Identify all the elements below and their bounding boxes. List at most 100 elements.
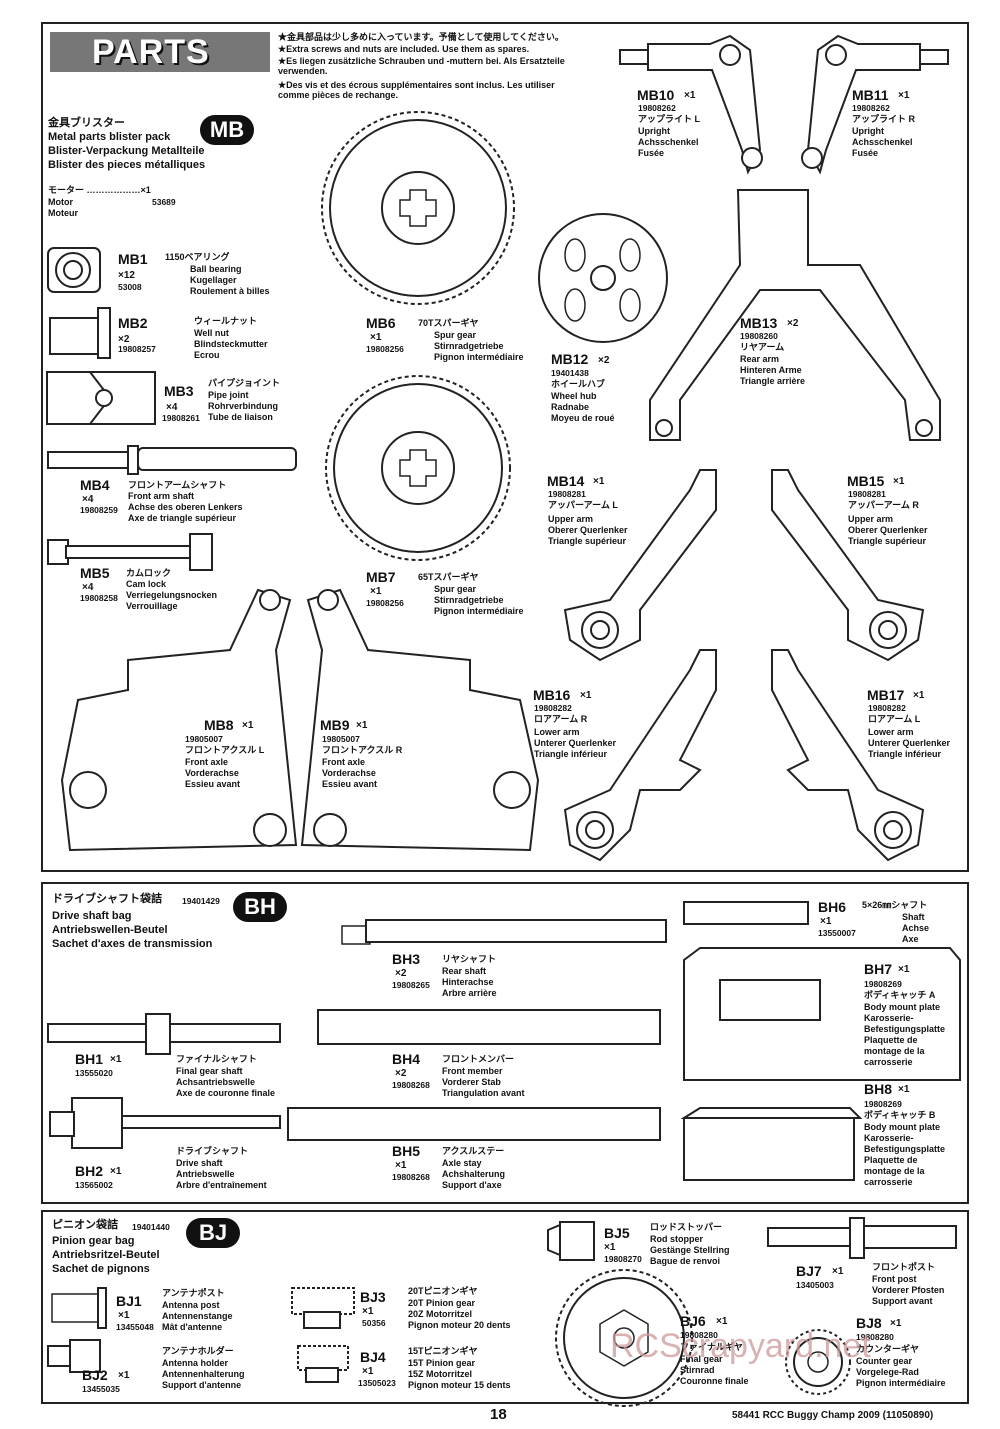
bj2-l2: Antennenhalterung: [162, 1369, 245, 1379]
mb14-pn: 19808281: [548, 489, 586, 499]
mb9-jp: フロントアクスル R: [322, 745, 403, 755]
mb5-cam-lock-drawing: [47, 533, 213, 571]
mb16-en: Lower arm: [534, 727, 580, 737]
header-note-en: ★Extra screws and nuts are included. Use…: [278, 44, 530, 54]
motor-jp: モーター ………………×1: [48, 185, 151, 195]
motor-fr: Moteur: [48, 208, 78, 218]
bj6-l2: Stirnrad: [680, 1365, 715, 1375]
bh-badge: BH: [233, 892, 287, 922]
bh5-l3: Support d'axe: [442, 1180, 502, 1190]
mb7-de: Stirnradgetriebe: [434, 595, 504, 605]
bh4-l2: Vorderer Stab: [442, 1077, 501, 1087]
bj7-pn: 13405003: [796, 1280, 834, 1290]
bh-bag-pn: 19401429: [182, 896, 220, 906]
mb13-de: Hinteren Arme: [740, 365, 802, 375]
mb14-de: Oberer Querlenker: [548, 525, 628, 535]
bj2-pn: 13455035: [82, 1384, 120, 1394]
bj6-l3: Couronne finale: [680, 1376, 749, 1386]
bh8-jp: ボディキャッチ B: [864, 1110, 936, 1120]
bh1-l1: Final gear shaft: [176, 1066, 243, 1076]
mb3-jp: パイプジョイント: [208, 378, 281, 388]
bj2-code: BJ2: [82, 1367, 108, 1383]
mb16-lower-arm-drawing: [563, 649, 717, 862]
bh5-code: BH5: [392, 1143, 421, 1159]
mb6-en: Spur gear: [434, 330, 477, 340]
mb8-fr: Essieu avant: [185, 779, 241, 789]
mb9-pn: 19805007: [322, 734, 360, 744]
mb16-qty: ×1: [580, 690, 592, 701]
mb17-qty: ×1: [913, 690, 925, 701]
mb2-de: Blindsteckmutter: [194, 339, 268, 349]
bh8-pn: 19808269: [864, 1099, 902, 1109]
mb11-pn: 19808262: [852, 103, 890, 113]
bh-bag-name-jp: ドライブシャフト袋詰: [52, 893, 162, 905]
mb6-de: Stirnradgetriebe: [434, 341, 504, 351]
mb9-de: Vorderachse: [322, 768, 376, 778]
parts-title: PARTS: [92, 33, 210, 71]
bh6-qty: ×1: [820, 916, 832, 927]
bj5-jp: ロッドストッパー: [650, 1222, 723, 1232]
bh3-rear-shaft-drawing: [341, 919, 667, 945]
bj2-antenna-holder-drawing: [47, 1339, 101, 1373]
mb1-en: Ball bearing: [190, 264, 242, 274]
bh7-l6: carrosserie: [864, 1057, 913, 1067]
bh7-l4: Plaquette de: [864, 1035, 918, 1045]
bj5-qty: ×1: [604, 1242, 616, 1253]
bh1-jp: ファイナルシャフト: [176, 1054, 257, 1064]
bj4-pn: 13505023: [358, 1378, 396, 1388]
mb7-qty: ×1: [370, 586, 382, 597]
mb6-jp: 70Tスパーギヤ: [418, 318, 479, 328]
bj3-code: BJ3: [360, 1289, 386, 1305]
bj3-l3: Pignon moteur 20 dents: [408, 1320, 511, 1330]
bh7-qty: ×1: [898, 964, 910, 975]
bh6-code: BH6: [818, 899, 847, 915]
mb16-code: MB16: [533, 687, 571, 703]
mb6-pn: 19808256: [366, 344, 404, 354]
mb1-code: MB1: [118, 251, 148, 267]
bj1-l3: Mât d'antenne: [162, 1322, 223, 1332]
bh4-front-member-drawing: [317, 1009, 661, 1045]
bj5-l2: Gestänge Stellring: [650, 1245, 730, 1255]
bj8-jp: カウンターギヤ: [856, 1344, 920, 1354]
bh6-l2: Achse: [902, 923, 930, 933]
bj-badge: BJ: [186, 1218, 240, 1248]
bj2-l3: Support d'antenne: [162, 1380, 242, 1390]
mb1-qty: ×12: [118, 270, 135, 281]
bh-bag-name-en: Drive shaft bag: [52, 910, 132, 922]
bh3-l3: Arbre arrière: [442, 988, 497, 998]
bh1-code: BH1: [75, 1051, 104, 1067]
bj6-pn: 19808280: [680, 1330, 718, 1340]
bj5-pn: 19808270: [604, 1254, 642, 1264]
mb1-bearing-drawing: [47, 247, 101, 293]
bj5-code: BJ5: [604, 1225, 630, 1241]
bh5-jp: アクスルステー: [442, 1146, 505, 1156]
mb7-en: Spur gear: [434, 584, 477, 594]
bh1-final-shaft-drawing: [47, 1013, 281, 1055]
watermark: RCScrapyard.net: [610, 1327, 871, 1365]
bh6-pn: 13550007: [818, 928, 856, 938]
bj4-l2: 15Z Motorritzel: [408, 1369, 473, 1379]
bj4-l1: 15T Pinion gear: [408, 1358, 476, 1368]
mb13-en: Rear arm: [740, 354, 780, 364]
bj6-qty: ×1: [716, 1316, 728, 1327]
bj4-l3: Pignon moteur 15 dents: [408, 1380, 511, 1390]
bj1-code: BJ1: [116, 1293, 142, 1309]
mb17-code: MB17: [867, 687, 905, 703]
bj4-code: BJ4: [360, 1349, 386, 1365]
mb1-de: Kugellager: [190, 275, 237, 285]
bh5-qty: ×1: [395, 1160, 407, 1171]
bj8-counter-gear-drawing: [785, 1329, 851, 1395]
mb4-code: MB4: [80, 477, 110, 493]
mb13-fr: Triangle arrière: [740, 376, 806, 386]
mb1-pn: 53008: [118, 282, 142, 292]
bj5-rod-stopper-drawing: [547, 1221, 595, 1261]
mb6-fr: Pignon intermédiaire: [434, 352, 524, 362]
mb16-jp: ロアアーム R: [534, 714, 588, 724]
mb12-pn: 19401438: [551, 368, 589, 378]
bj1-qty: ×1: [118, 1310, 130, 1321]
mb4-shaft-drawing: [47, 445, 297, 475]
mb17-en: Lower arm: [868, 727, 914, 737]
mb10-upright-drawing: [619, 34, 763, 175]
mb-bag-name-de: Blister-Verpackung Metallteile: [48, 145, 205, 157]
bj8-l1: Counter gear: [856, 1356, 913, 1366]
